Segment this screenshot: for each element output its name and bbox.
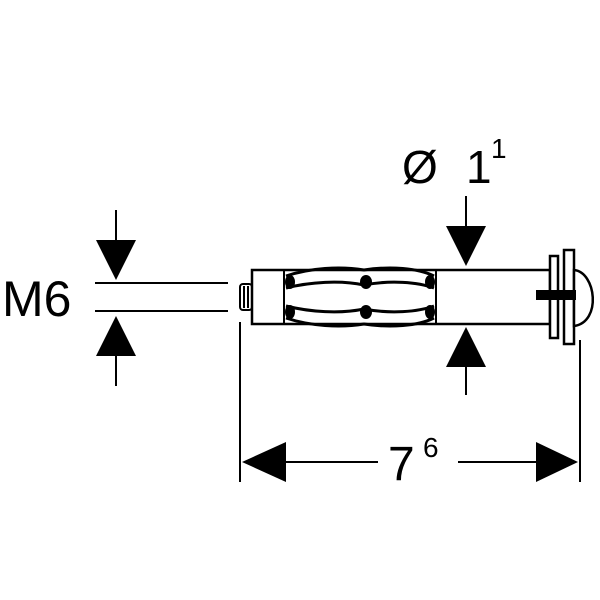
segment-hinge-5 xyxy=(425,275,435,289)
segment-top-outer xyxy=(285,266,435,278)
thread-label: M6 xyxy=(2,271,71,327)
length-arrow-right xyxy=(536,442,578,482)
length-dimension: 7 6 xyxy=(239,322,581,491)
diameter-arrow-down xyxy=(446,226,486,266)
screw-shank xyxy=(536,290,576,300)
segment-hinge-6 xyxy=(425,305,435,319)
thread-dimension: M6 xyxy=(2,210,228,386)
length-superscript: 6 xyxy=(423,432,439,463)
screw-tip xyxy=(239,283,253,311)
segment-hinge-2 xyxy=(285,305,295,319)
length-value: 7 xyxy=(388,438,415,491)
segment-hinge-3 xyxy=(360,275,372,289)
segment-hinge-1 xyxy=(285,275,295,289)
diameter-dimension: Ø 1 1 xyxy=(402,133,507,395)
screw-head xyxy=(572,268,595,328)
anchor-sleeve xyxy=(250,268,552,326)
segment-hinge-4 xyxy=(360,305,372,319)
segment-bottom-outer xyxy=(285,316,435,328)
diameter-symbol: Ø xyxy=(402,141,438,193)
length-arrow-left xyxy=(242,442,286,482)
thread-arrow-down xyxy=(96,240,136,280)
thread-arrow-up xyxy=(96,316,136,356)
diameter-value: 1 xyxy=(466,141,492,193)
hollow-wall-anchor xyxy=(239,248,595,346)
diameter-superscript: 1 xyxy=(491,133,507,164)
diameter-arrow-up xyxy=(446,327,486,367)
